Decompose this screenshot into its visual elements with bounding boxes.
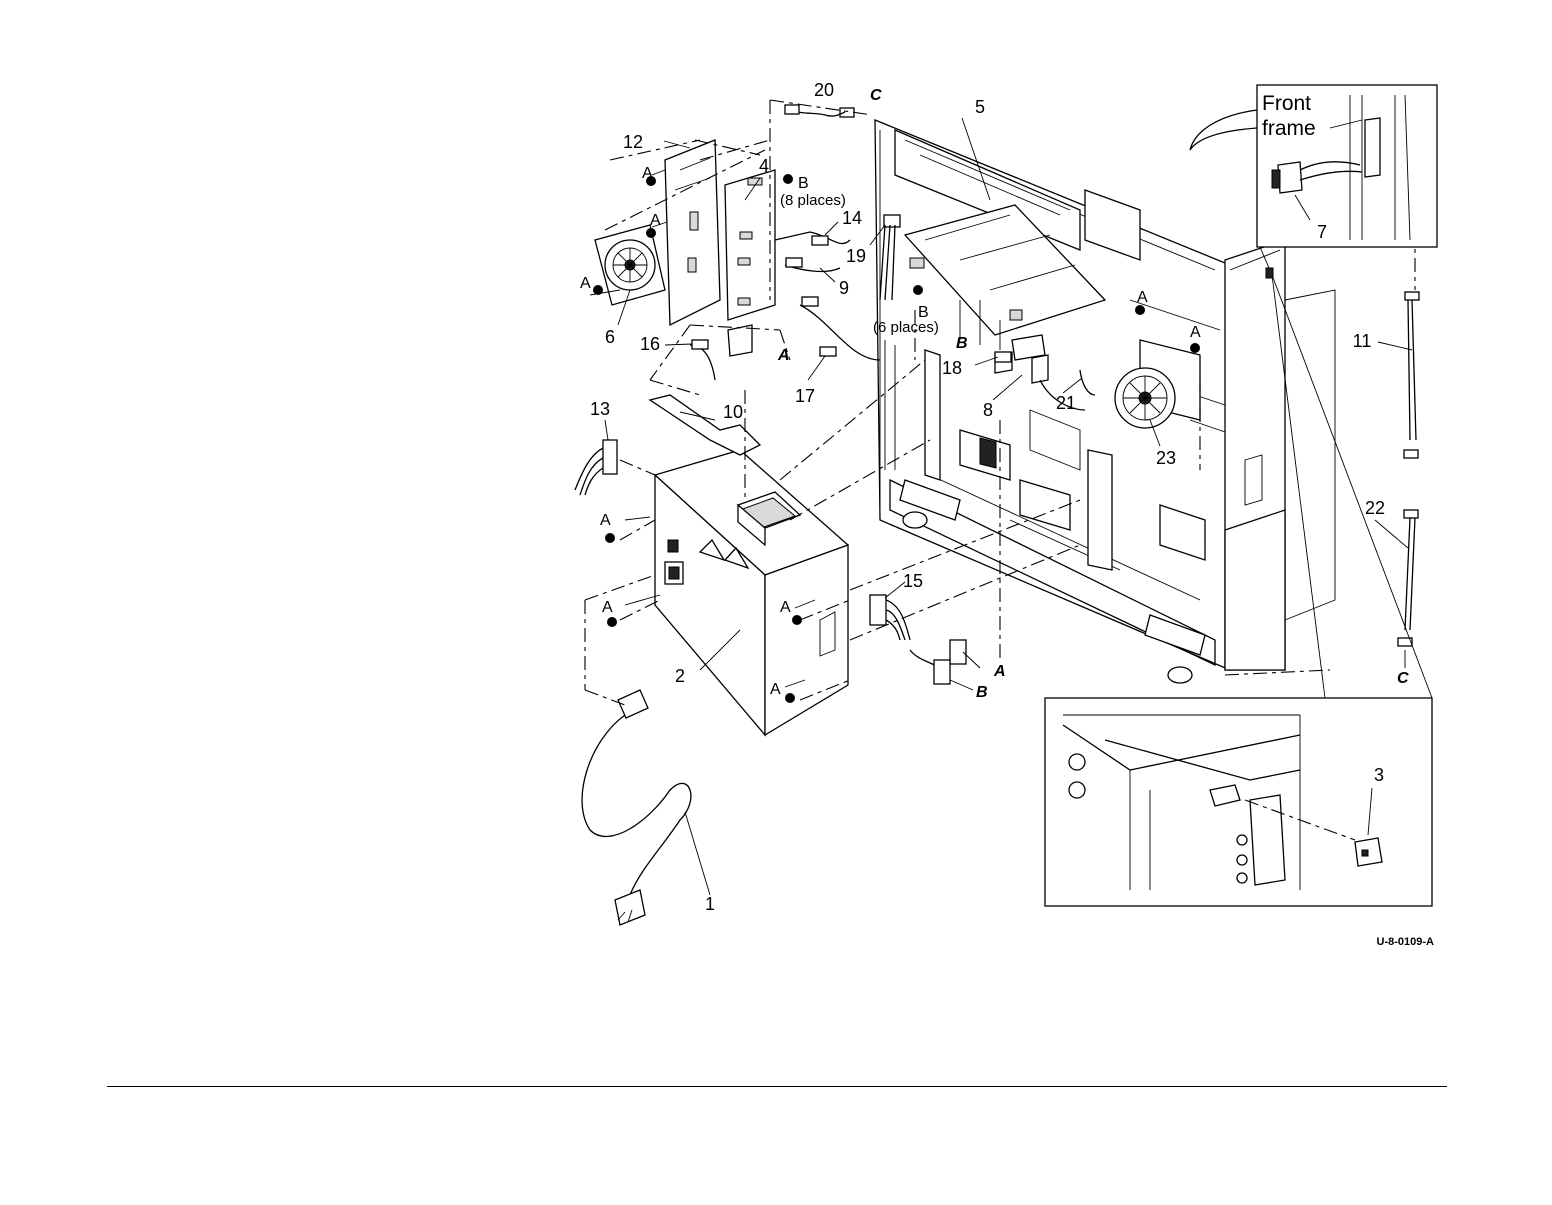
callout-19: 19 — [846, 246, 866, 266]
callout-21: 21 — [1056, 393, 1076, 413]
drawing-id: U-8-0109-A — [1377, 936, 1435, 948]
callout-17: 17 — [795, 386, 815, 406]
callout-11: 11 — [1353, 331, 1372, 351]
footer-rule — [107, 1086, 1447, 1087]
callout-22: 22 — [1365, 498, 1385, 518]
bracket-12 — [665, 140, 720, 325]
note-eight-places: (8 places) — [780, 192, 846, 209]
ref-a-2: A — [650, 212, 661, 229]
ref-a-1: A — [642, 165, 653, 182]
ref-b-italic-1: B — [956, 335, 968, 352]
callout-16: 16 — [640, 334, 660, 354]
ref-a-7: A — [602, 599, 613, 616]
note-six-places: (6 places) — [873, 319, 939, 336]
callout-3: 3 — [1374, 765, 1384, 785]
ref-b-italic-2: B — [976, 684, 988, 701]
ref-c-2: C — [1397, 670, 1409, 687]
callout-5: 5 — [975, 97, 985, 117]
ref-a-9: A — [770, 681, 781, 698]
callout-4: 4 — [759, 156, 769, 176]
ref-a-8: A — [780, 599, 791, 616]
callout-8: 8 — [983, 400, 993, 420]
callout-10: 10 — [723, 402, 743, 422]
callout-6: 6 — [605, 327, 615, 347]
inset-label-frame: frame — [1262, 117, 1316, 140]
callout-9: 9 — [839, 278, 849, 298]
ref-a-6: A — [600, 512, 611, 529]
callout-20: 20 — [814, 80, 834, 100]
ref-a-4: A — [1137, 289, 1148, 306]
callout-13: 13 — [590, 399, 610, 419]
callout-2: 2 — [675, 666, 685, 686]
callout-18: 18 — [942, 358, 962, 378]
callout-7: 7 — [1317, 222, 1327, 242]
fan-6 — [595, 225, 665, 305]
front-frame-inset — [1190, 85, 1437, 247]
inset-label-front: Front — [1262, 92, 1311, 115]
ref-c-1: C — [870, 87, 882, 104]
callout-23: 23 — [1156, 448, 1176, 468]
ref-a-5: A — [1190, 324, 1201, 341]
callout-12: 12 — [623, 132, 643, 152]
ref-a-3: A — [580, 275, 591, 292]
callout-15: 15 — [903, 571, 923, 591]
ref-a-italic-1: A — [777, 347, 790, 364]
ref-a-italic-2: A — [993, 663, 1006, 680]
callout-1: 1 — [705, 894, 715, 914]
ref-b-1: B — [798, 175, 809, 192]
callout-14: 14 — [842, 208, 862, 228]
